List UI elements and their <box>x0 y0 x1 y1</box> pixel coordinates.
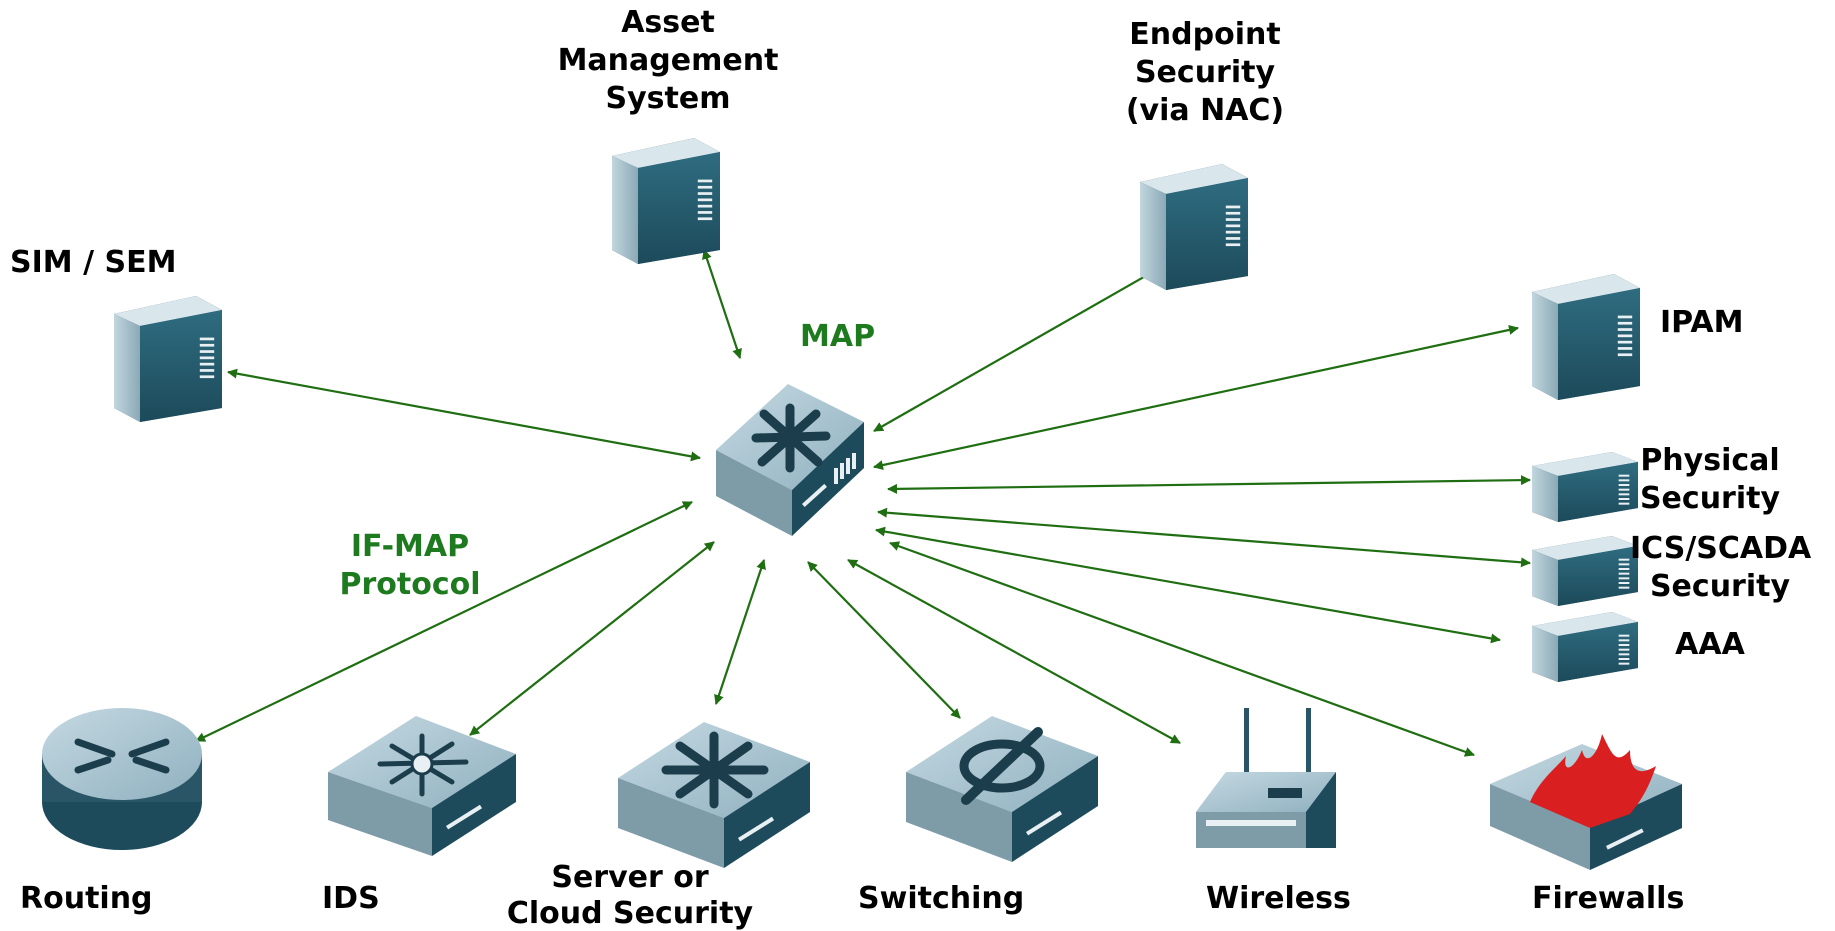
ids-label: IDS <box>322 881 380 916</box>
security-appliance-icon <box>618 722 810 868</box>
link-physical-security <box>887 475 1531 494</box>
link-sim-sem <box>227 368 701 462</box>
wireless-ap-icon <box>1196 708 1336 848</box>
link-ics-scada <box>877 507 1531 568</box>
link-ipam <box>873 325 1519 470</box>
server-tower-icon <box>612 138 720 264</box>
routing-label: Routing <box>20 881 153 916</box>
server-box-icon <box>1532 536 1638 606</box>
connectors <box>195 249 1531 757</box>
link-endpoint-security <box>873 261 1171 432</box>
hub-map-label: MAP <box>800 319 876 354</box>
server-cloud-label: Server or Cloud Security <box>506 860 754 931</box>
firewalls-label: Firewalls <box>1532 881 1685 916</box>
aaa-label: AAA <box>1675 627 1745 662</box>
ipam-label: IPAM <box>1660 305 1744 340</box>
link-firewalls <box>889 541 1475 757</box>
link-aaa <box>875 526 1501 644</box>
server-tower-icon <box>114 296 222 422</box>
router-icon <box>42 708 202 850</box>
ids-appliance-icon <box>328 716 516 856</box>
endpoint-security-label: Endpoint Security (via NAC) <box>1125 17 1285 128</box>
firewall-icon <box>1490 734 1682 870</box>
switch-appliance-icon <box>906 716 1098 862</box>
server-box-icon <box>1532 612 1638 682</box>
physical-security-label: Physical Security <box>1639 443 1781 516</box>
switching-label: Switching <box>858 881 1025 916</box>
link-asset-management <box>702 249 742 359</box>
ics-scada-label: ICS/SCADA Security <box>1630 531 1812 604</box>
link-server-cloud <box>714 559 766 705</box>
server-tower-icon <box>1532 274 1640 400</box>
sim-sem-label: SIM / SEM <box>10 245 177 280</box>
wireless-label: Wireless <box>1206 881 1351 916</box>
link-ids <box>469 541 715 736</box>
asset-management-label: Asset Management System <box>557 5 779 116</box>
server-tower-icon <box>1140 164 1248 290</box>
if-map-protocol-label: IF-MAP Protocol <box>339 529 481 602</box>
server-box-icon <box>1532 452 1638 522</box>
link-switching <box>807 561 961 719</box>
switch-asterisk-icon <box>716 384 864 536</box>
